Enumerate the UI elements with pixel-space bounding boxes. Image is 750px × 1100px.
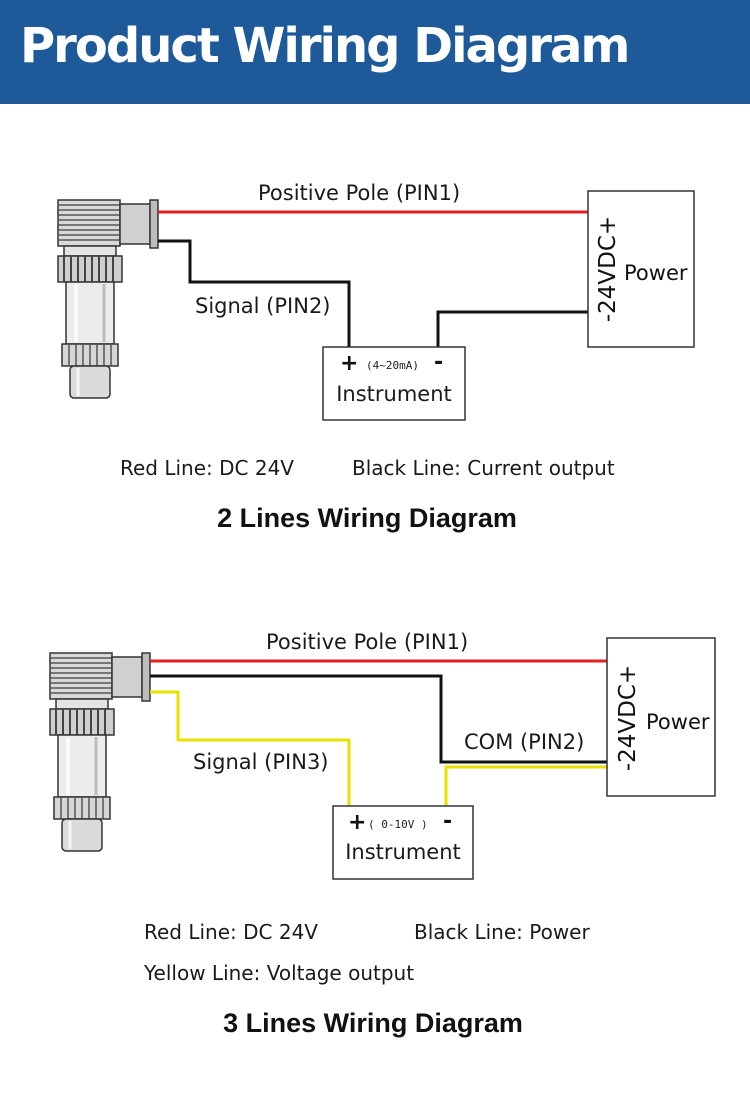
- plus-sign: +: [348, 810, 366, 835]
- pressure-transmitter-icon: [48, 651, 152, 853]
- note-black-line: Black Line: Current output: [352, 456, 615, 480]
- power-label: Power: [646, 710, 710, 734]
- yellow-return-wire: [444, 765, 607, 806]
- positive-pole-label: Positive Pole (PIN1): [258, 181, 460, 205]
- plus-sign: +: [340, 351, 358, 376]
- com-label: COM (PIN2): [464, 730, 584, 754]
- note-red-line: Red Line: DC 24V: [120, 456, 294, 480]
- power-label: Power: [624, 261, 688, 285]
- power-supply-box: [587, 190, 695, 348]
- diagram-title: 2 Lines Wiring Diagram: [217, 503, 517, 533]
- signal-label: Signal (PIN2): [195, 294, 331, 318]
- instrument-box: [332, 805, 474, 880]
- note-red-line: Red Line: DC 24V: [144, 920, 318, 944]
- minus-sign: -: [434, 350, 443, 375]
- return-wire: [436, 310, 588, 347]
- positive-pole-label: Positive Pole (PIN1): [266, 630, 468, 654]
- diagram-title: 3 Lines Wiring Diagram: [223, 1008, 523, 1038]
- signal-label: Signal (PIN3): [193, 750, 329, 774]
- instrument-label: Instrument: [345, 840, 461, 864]
- vdc-label: -24VDC+: [615, 665, 641, 771]
- yellow-signal-wire: [150, 690, 351, 806]
- power-supply-box: [606, 637, 716, 797]
- instrument-range: ( 0-10V ): [368, 818, 428, 831]
- pressure-transmitter-icon: [56, 198, 160, 400]
- page-title: Product Wiring Diagram: [20, 18, 630, 74]
- vdc-label: -24VDC+: [595, 216, 621, 322]
- signal-wire: [158, 239, 351, 347]
- instrument-range: (4~20mA): [366, 359, 419, 372]
- diagram-2-lines: -24VDC+ Power + (4~20mA) - Instrument Po…: [56, 181, 695, 533]
- instrument-label: Instrument: [336, 382, 452, 406]
- note-black-line: Black Line: Power: [414, 920, 590, 944]
- diagram-3-lines: -24VDC+ Power + ( 0-10V ) - Instrument P…: [48, 630, 716, 1038]
- com-wire: [150, 674, 607, 764]
- minus-sign: -: [443, 809, 452, 834]
- instrument-box: [322, 346, 466, 421]
- header-banner: Product Wiring Diagram: [0, 0, 750, 104]
- note-yellow-line: Yellow Line: Voltage output: [143, 961, 414, 985]
